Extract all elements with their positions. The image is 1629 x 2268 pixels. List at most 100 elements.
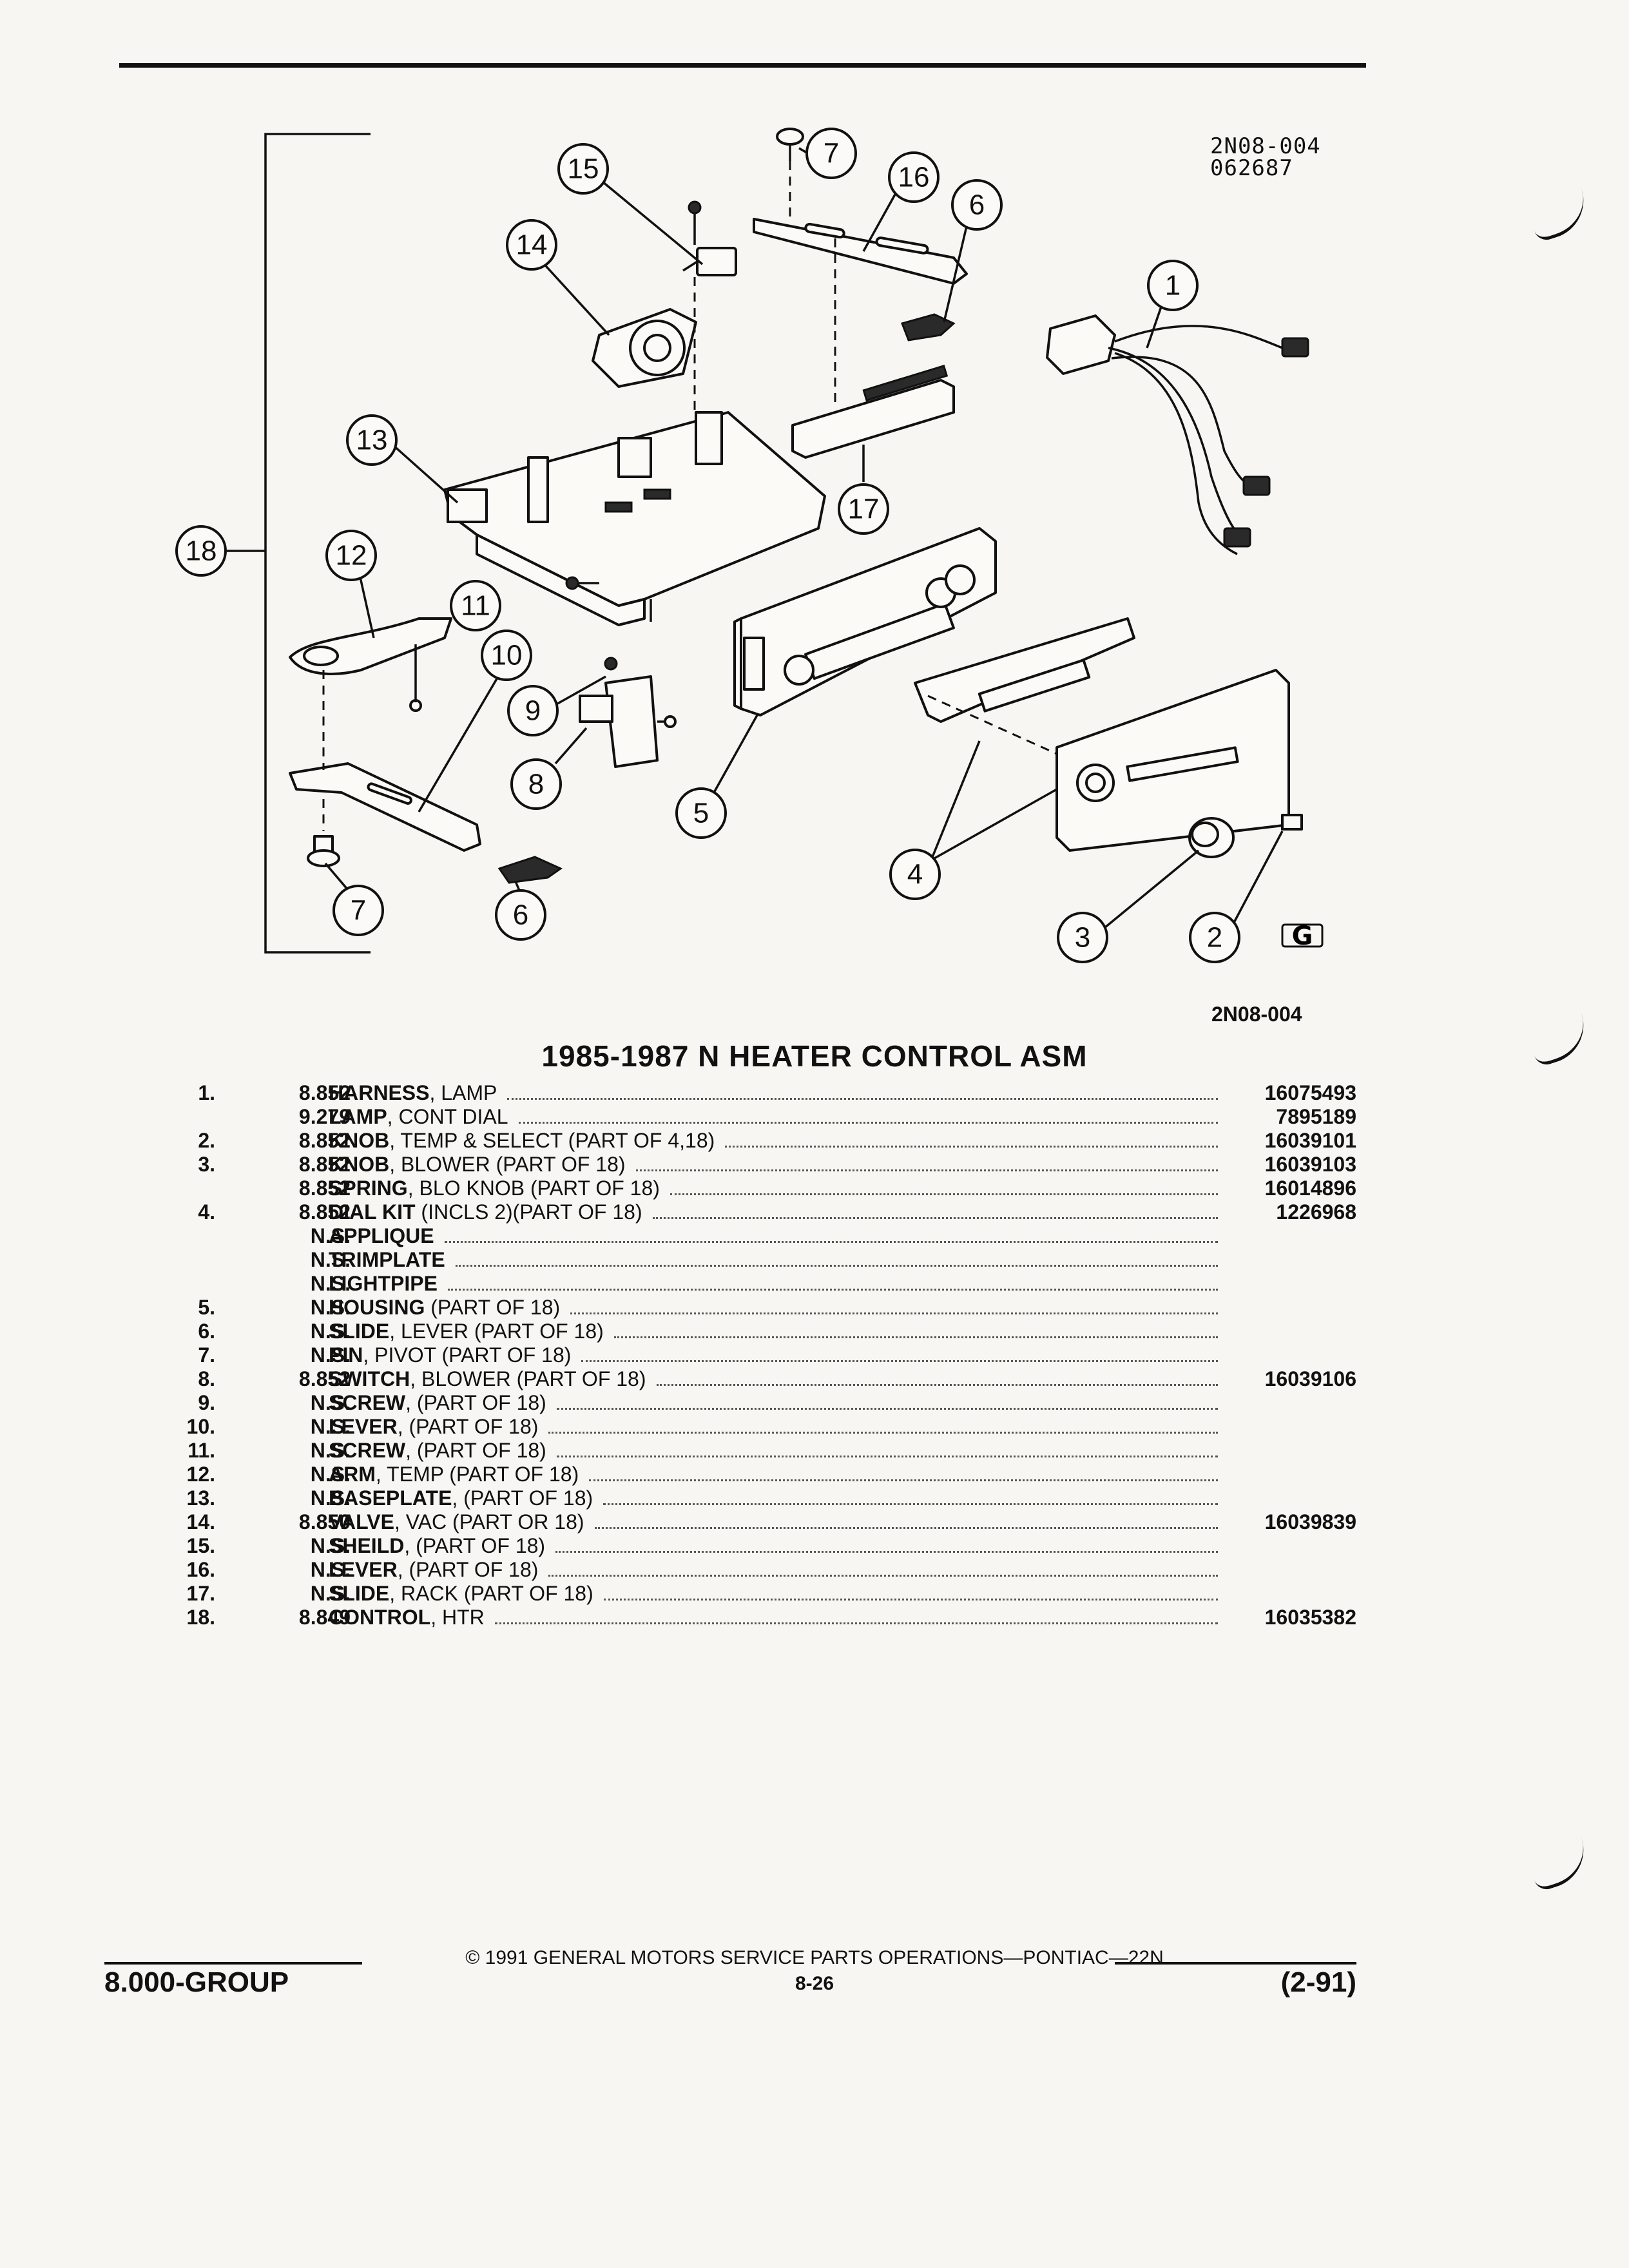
group-number: 8.852 — [298, 1200, 351, 1224]
leader-dots — [570, 1312, 1218, 1314]
part-qualifier: , (PART OF 18) — [452, 1486, 593, 1510]
part-description: SLIDE, RACK (PART OF 18) — [329, 1582, 593, 1606]
item-number: 18. — [186, 1606, 215, 1629]
part-name: BASEPLATE — [329, 1486, 452, 1510]
callout-18: 18 — [175, 525, 227, 577]
item-number: 2. — [198, 1129, 215, 1152]
svg-text:16: 16 — [898, 162, 930, 193]
part-lever-10 — [289, 670, 481, 852]
callout-17: 17 — [838, 483, 889, 535]
part-description: VALVE, VAC (PART OR 18) — [329, 1510, 584, 1534]
assembly-bracket — [264, 133, 371, 954]
callout-5: 5 — [675, 787, 727, 839]
part-shield-15 — [682, 200, 737, 276]
callout-14: 14 — [506, 219, 557, 271]
figure-code: 2N08-004 — [1210, 133, 1321, 159]
item-number: 13. — [186, 1486, 215, 1510]
part-description: LEVER, (PART OF 18) — [329, 1415, 538, 1439]
part-qualifier: , HTR — [430, 1606, 485, 1629]
callout-11: 11 — [450, 580, 501, 631]
part-description: ARM, TEMP (PART OF 18) — [329, 1463, 579, 1486]
svg-text:18: 18 — [186, 535, 217, 567]
binder-mark-bottom — [1525, 1834, 1594, 1893]
svg-text:7: 7 — [824, 138, 839, 169]
parts-list-row: 17.N.S.SLIDE, RACK (PART OF 18) — [0, 1582, 1629, 1606]
footer-page-number: 8-26 — [795, 1973, 834, 1994]
leader-dots — [556, 1456, 1218, 1457]
svg-text:5: 5 — [693, 798, 709, 829]
part-name: LAMP — [329, 1105, 387, 1128]
part-description: LEVER, (PART OF 18) — [329, 1558, 538, 1582]
part-qualifier: , CONT DIAL — [387, 1105, 508, 1128]
part-number: 16039106 — [1264, 1367, 1356, 1390]
group-number: N.S. — [310, 1391, 351, 1414]
item-number: 14. — [186, 1510, 215, 1533]
part-name: CONTROL — [329, 1606, 431, 1629]
item-number: 1. — [198, 1081, 215, 1104]
footer-copyright: © 1991 GENERAL MOTORS SERVICE PARTS OPER… — [465, 1947, 1164, 1968]
part-housing-5 — [733, 527, 997, 716]
part-qualifier: (PART OF 18) — [425, 1296, 561, 1319]
group-number: N.S. — [310, 1439, 351, 1462]
group-number: N.S. — [310, 1320, 351, 1343]
part-name: KNOB — [329, 1129, 390, 1152]
svg-text:15: 15 — [568, 153, 599, 185]
part-name: HOUSING — [329, 1296, 425, 1319]
leader-dots — [455, 1265, 1218, 1267]
item-number: 15. — [186, 1534, 215, 1557]
callout-15: 15 — [557, 143, 609, 195]
item-number: 6. — [198, 1320, 215, 1343]
group-number: 8.850 — [298, 1510, 351, 1533]
leader-dots — [635, 1169, 1218, 1171]
group-number: 9.279 — [298, 1105, 351, 1128]
part-description: APPLIQUE — [329, 1224, 434, 1248]
svg-text:4: 4 — [907, 859, 923, 890]
svg-text:13: 13 — [356, 425, 388, 456]
svg-text:10: 10 — [491, 640, 523, 671]
part-number: 1226968 — [1276, 1200, 1356, 1224]
part-name: KNOB — [329, 1153, 390, 1176]
part-name: PIN — [329, 1343, 363, 1367]
leader-dots — [603, 1503, 1218, 1505]
svg-text:8: 8 — [528, 769, 544, 800]
leader-dots — [555, 1551, 1218, 1553]
item-number: 9. — [198, 1391, 215, 1414]
leader-dots — [670, 1193, 1218, 1195]
part-description: BASEPLATE, (PART OF 18) — [329, 1486, 593, 1510]
part-rack-17 — [791, 365, 955, 459]
part-description: LAMP, CONT DIAL — [329, 1105, 508, 1129]
part-qualifier: , (PART OF 18) — [404, 1534, 546, 1557]
part-description: TRIMPLATE — [329, 1248, 445, 1272]
part-name: LEVER — [329, 1558, 398, 1581]
part-name: LEVER — [329, 1415, 398, 1438]
group-number: N.S. — [310, 1296, 351, 1319]
item-number: 16. — [186, 1558, 215, 1581]
leader-dots — [581, 1360, 1218, 1362]
part-description: HARNESS, LAMP — [329, 1081, 497, 1105]
part-name: SWITCH — [329, 1367, 410, 1390]
part-description: KNOB, BLOWER (PART OF 18) — [329, 1153, 626, 1177]
callout-6-bottom: 6 — [495, 889, 546, 941]
leader-dots — [603, 1599, 1218, 1600]
group-number: N.S. — [310, 1534, 351, 1557]
figure-caption: 2N08-004 — [1211, 1003, 1302, 1026]
callout-10: 10 — [481, 629, 532, 681]
callout-4: 4 — [889, 849, 941, 900]
item-number: 5. — [198, 1296, 215, 1319]
part-description: SLIDE, LEVER (PART OF 18) — [329, 1320, 604, 1343]
group-number: N.S. — [310, 1415, 351, 1438]
footer-rule-right — [1115, 1962, 1356, 1965]
figure-date: 062687 — [1210, 155, 1293, 181]
part-name: DIAL KIT — [329, 1200, 416, 1224]
svg-text:9: 9 — [525, 695, 541, 727]
group-number: N.S. — [310, 1343, 351, 1367]
parts-list-row: 5. N.S.HOUSING (PART OF 18) — [0, 1296, 1629, 1320]
part-qualifier: , VAC (PART OR 18) — [394, 1510, 584, 1533]
parts-list-row: 9.N.S.SCREW, (PART OF 18) — [0, 1391, 1629, 1415]
part-qualifier: , LEVER (PART OF 18) — [389, 1320, 604, 1343]
svg-text:11: 11 — [461, 590, 490, 622]
